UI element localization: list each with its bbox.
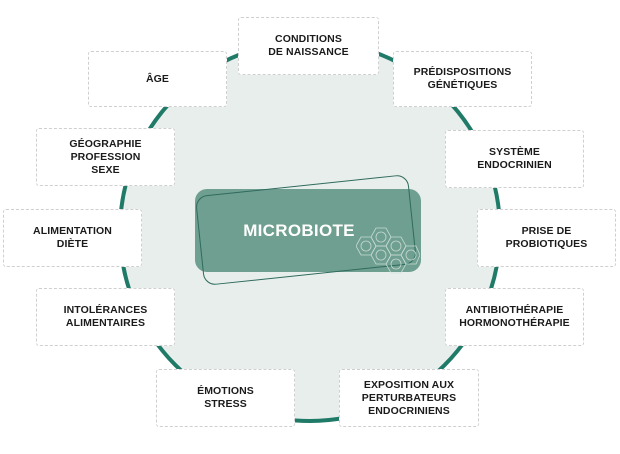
- factor-label: SYSTÈME ENDOCRINIEN: [477, 146, 552, 171]
- hexagon-pattern-icon: [356, 227, 420, 274]
- factor-prise-de-probiotiques: PRISE DE PROBIOTIQUES: [477, 209, 616, 267]
- factor-age: ÂGE: [88, 51, 227, 107]
- factor-label: PRISE DE PROBIOTIQUES: [505, 225, 588, 250]
- factor-label: INTOLÉRANCES ALIMENTAIRES: [63, 304, 148, 329]
- factor-systeme-endocrinien: SYSTÈME ENDOCRINIEN: [445, 130, 584, 188]
- factor-label: CONDITIONS DE NAISSANCE: [268, 33, 349, 58]
- factor-emotions-stress: ÉMOTIONS STRESS: [156, 369, 295, 427]
- factor-label: EXPOSITION AUX PERTURBATEURS ENDOCRINIEN…: [361, 378, 457, 417]
- factor-conditions-naissance: CONDITIONS DE NAISSANCE: [238, 17, 379, 75]
- factor-label: PRÉDISPOSITIONS GÉNÉTIQUES: [413, 66, 512, 91]
- factor-label: ÂGE: [145, 72, 170, 85]
- factor-label: ALIMENTATION DIÈTE: [33, 225, 112, 250]
- factor-predispositions-genetiques: PRÉDISPOSITIONS GÉNÉTIQUES: [393, 51, 532, 107]
- factor-label: GÉOGRAPHIE PROFESSION SEXE: [69, 137, 142, 176]
- factor-geographie-profession-sexe: GÉOGRAPHIE PROFESSION SEXE: [36, 128, 175, 186]
- center-box: [195, 189, 421, 272]
- factor-label: ANTIBIOTHÉRAPIE HORMONOTHÉRAPIE: [459, 304, 570, 329]
- factor-label: ÉMOTIONS STRESS: [197, 385, 254, 410]
- factor-alimentation-diete: ALIMENTATION DIÈTE: [3, 209, 142, 267]
- factor-intolerances-alimentaires: INTOLÉRANCES ALIMENTAIRES: [36, 288, 175, 346]
- center-label: MICROBIOTE: [243, 220, 355, 240]
- factor-exposition-perturbateurs: EXPOSITION AUX PERTURBATEURS ENDOCRINIEN…: [339, 369, 479, 427]
- factor-antibiotherapie-hormonotherapie: ANTIBIOTHÉRAPIE HORMONOTHÉRAPIE: [445, 288, 584, 346]
